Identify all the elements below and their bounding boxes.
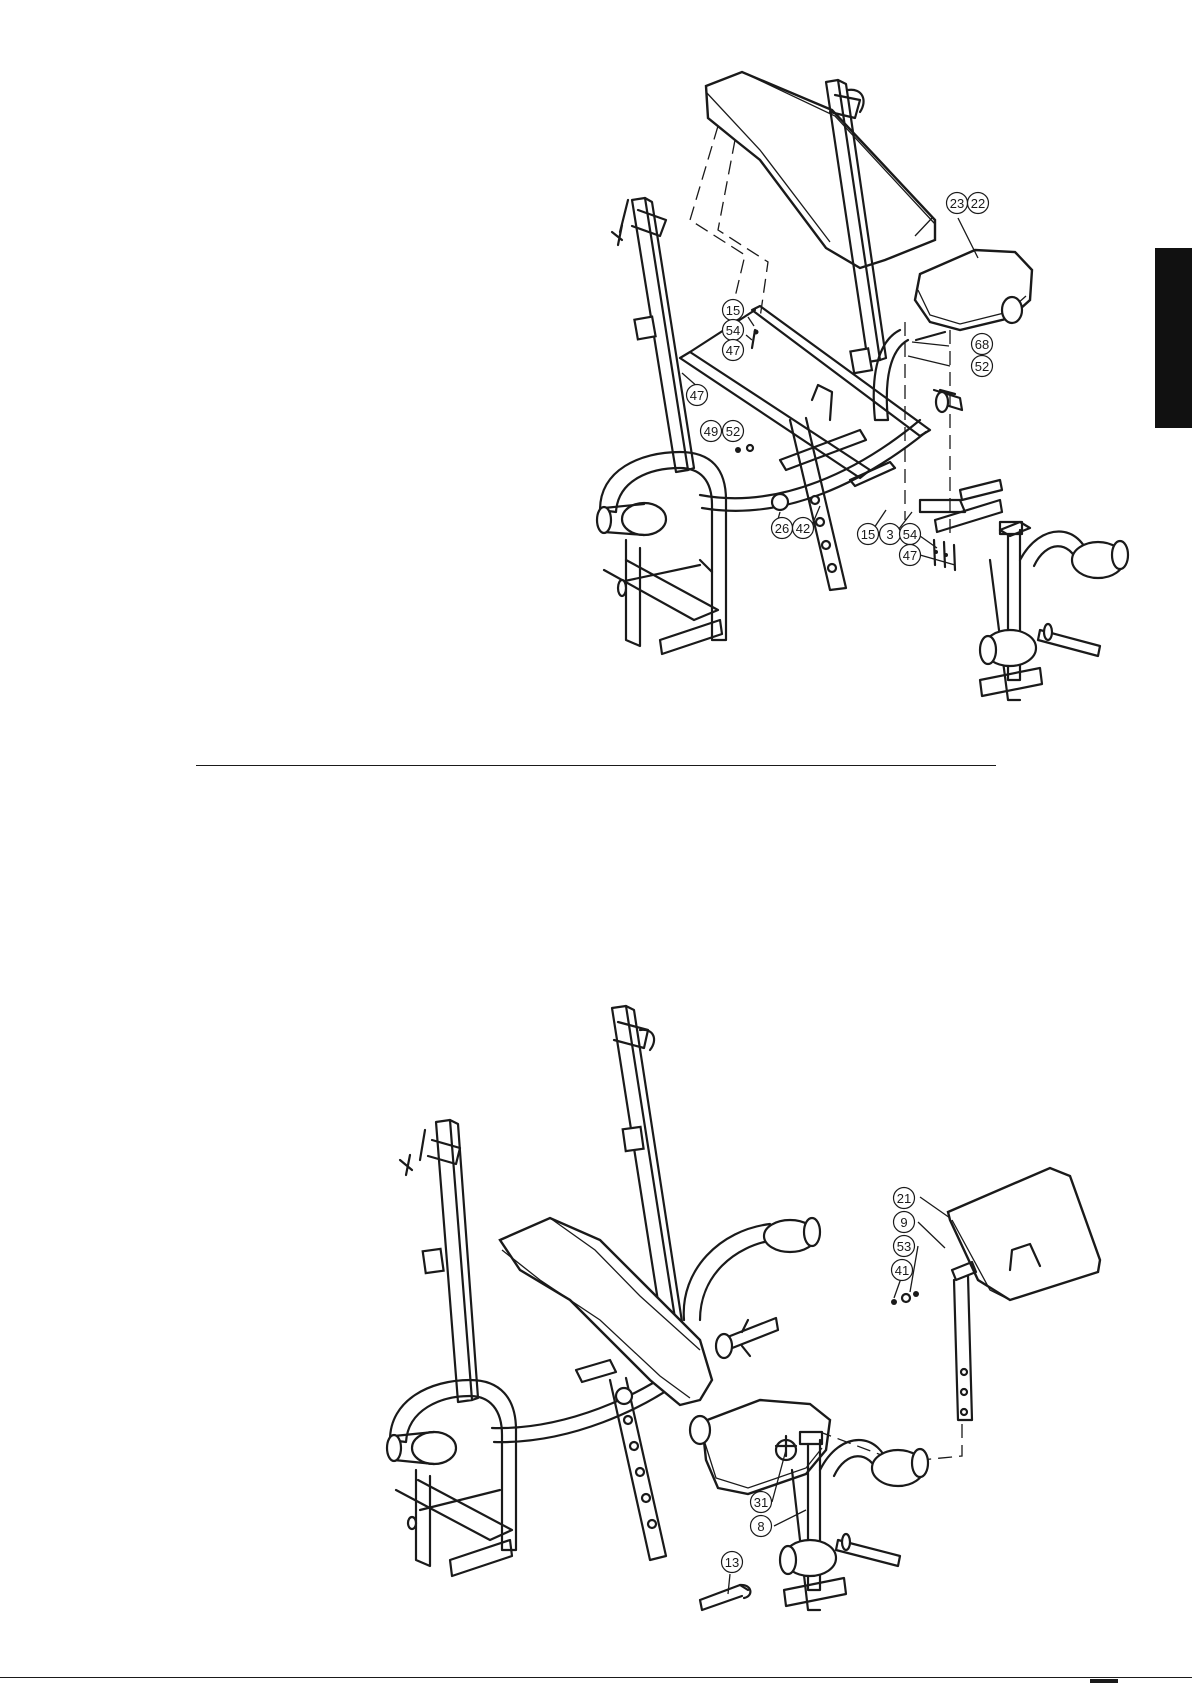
callout-label: 47 xyxy=(726,343,740,358)
callout-label: 9 xyxy=(900,1215,907,1230)
callout-label: 54 xyxy=(726,323,740,338)
back-rails-top xyxy=(680,306,930,590)
callout-label: 49 xyxy=(704,424,718,439)
left-base-top xyxy=(597,452,726,654)
callout-label: 22 xyxy=(971,196,985,211)
callout-label: 53 xyxy=(897,1239,911,1254)
callout-label: 3 xyxy=(886,527,893,542)
figure-top-bench-assembly xyxy=(597,72,1128,700)
leg-extension-top xyxy=(980,522,1128,700)
callout-label: 47 xyxy=(690,388,704,403)
callout-52: 52 xyxy=(723,421,744,442)
callout-label: 13 xyxy=(725,1555,739,1570)
callout-label: 15 xyxy=(861,527,875,542)
back-pad-top xyxy=(706,72,935,268)
callout-13: 13 xyxy=(722,1552,743,1573)
callout-52: 52 xyxy=(972,356,993,377)
callout-label: 52 xyxy=(975,359,989,374)
callout-label: 21 xyxy=(897,1191,911,1206)
left-base-bottom xyxy=(387,1380,516,1576)
callouts-bottom: 21 9 53 41 31 8 13 xyxy=(722,1188,915,1573)
callout-53: 53 xyxy=(894,1236,915,1257)
callout-label: 42 xyxy=(796,521,810,536)
left-upright-top xyxy=(612,198,694,472)
callout-31: 31 xyxy=(751,1492,772,1513)
callout-26: 26 xyxy=(772,518,793,539)
callout-label: 54 xyxy=(903,527,917,542)
callout-8: 8 xyxy=(751,1516,772,1537)
callout-15: 15 xyxy=(723,300,744,321)
callout-47: 47 xyxy=(723,340,744,361)
callout-54: 54 xyxy=(723,320,744,341)
preacher-pad xyxy=(948,1168,1100,1300)
callout-label: 52 xyxy=(726,424,740,439)
callout-68: 68 xyxy=(972,334,993,355)
callout-label: 31 xyxy=(754,1495,768,1510)
callout-3: 3 xyxy=(880,524,901,545)
callout-label: 41 xyxy=(895,1263,909,1278)
left-upright-bottom xyxy=(400,1120,478,1402)
callout-label: 8 xyxy=(757,1519,764,1534)
callout-47: 47 xyxy=(900,545,921,566)
callout-21: 21 xyxy=(894,1188,915,1209)
callout-54: 54 xyxy=(900,524,921,545)
callout-label: 47 xyxy=(903,548,917,563)
figure-bottom-bench-assembly xyxy=(387,1006,1100,1610)
callout-41: 41 xyxy=(892,1260,913,1281)
callout-label: 26 xyxy=(775,521,789,536)
callout-49: 49 xyxy=(701,421,722,442)
callout-label: 23 xyxy=(950,196,964,211)
callout-15: 15 xyxy=(858,524,879,545)
callout-23: 23 xyxy=(947,193,968,214)
callout-47: 47 xyxy=(687,385,708,406)
callout-42: 42 xyxy=(793,518,814,539)
callout-9: 9 xyxy=(894,1212,915,1233)
callout-22: 22 xyxy=(968,193,989,214)
callout-label: 15 xyxy=(726,303,740,318)
lock-pin xyxy=(700,1585,748,1610)
callout-label: 68 xyxy=(975,337,989,352)
